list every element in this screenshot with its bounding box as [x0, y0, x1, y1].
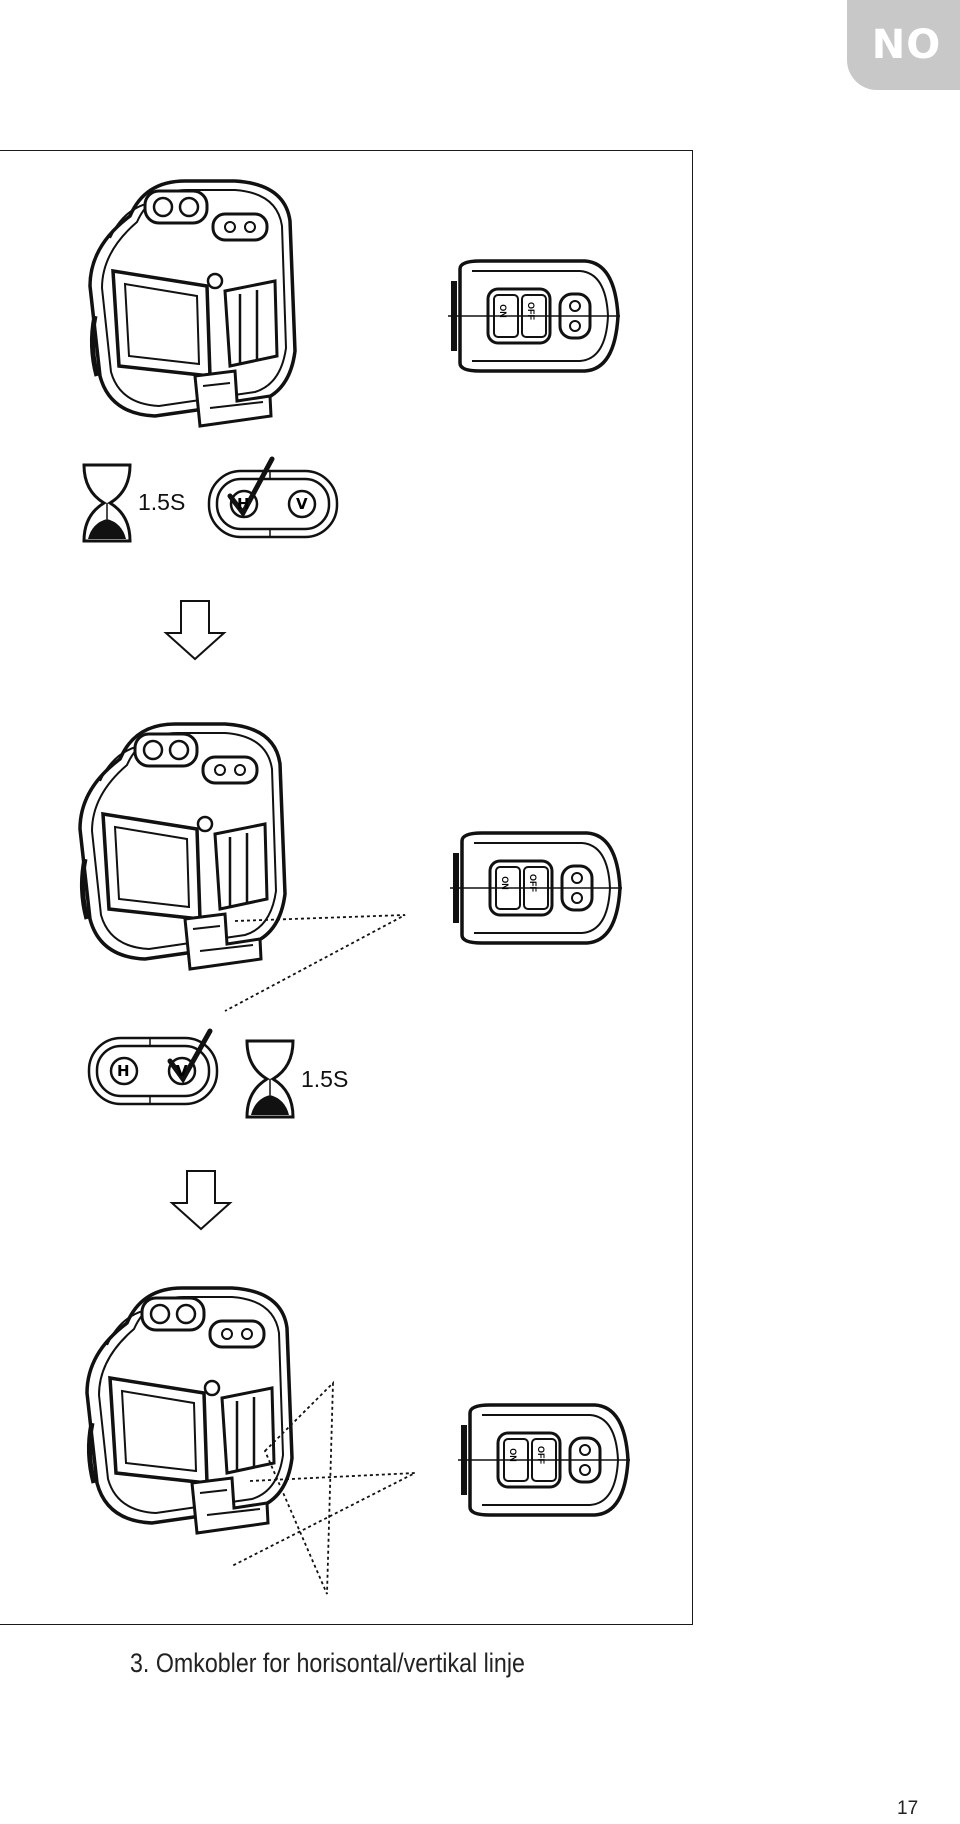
- v-button-label-2: V: [176, 1062, 188, 1080]
- down-arrow-icon-2: [171, 1170, 231, 1230]
- page-number: 17: [897, 1798, 919, 1819]
- remote-off-label-1: OFF: [526, 302, 536, 320]
- h-button-label-1: H: [237, 495, 250, 513]
- language-tab: NO: [847, 0, 960, 90]
- h-button-label-2: H: [117, 1062, 130, 1080]
- laser-level-device-1: [90, 181, 295, 426]
- v-button-label-1: V: [296, 495, 308, 513]
- timer-label-2: 1.5S: [301, 1066, 349, 1092]
- remote-off-label-2: OFF: [528, 874, 538, 892]
- figure-caption: 3. Omkobler for horisontal/vertikal linj…: [130, 1648, 525, 1678]
- horizontal-laser-plane-3: [231, 1472, 416, 1567]
- horizontal-laser-plane: [224, 914, 406, 1012]
- remote-on-label-3: ON: [507, 1448, 518, 1462]
- illustration-frame: 1.5S 1.5S H V H V ON OFF ON OFF ON OFF: [0, 150, 693, 1625]
- remote-on-label-2: ON: [499, 876, 510, 890]
- timer-label-1: 1.5S: [138, 489, 186, 515]
- checkmark-icon-1: [227, 456, 275, 518]
- vertical-laser-plane: [263, 1380, 334, 1595]
- laser-level-device-3: [87, 1288, 292, 1533]
- hourglass-icon-1: [82, 463, 132, 543]
- hourglass-icon-2: [245, 1039, 295, 1119]
- hv-switch-1: [207, 469, 339, 539]
- procedure-illustration: [0, 151, 693, 1595]
- checkmark-icon-2: [167, 1028, 213, 1084]
- remote-on-label-1: ON: [497, 304, 508, 318]
- laser-level-device-2: [80, 724, 285, 969]
- down-arrow-icon-1: [165, 600, 225, 660]
- remote-off-label-3: OFF: [536, 1446, 546, 1464]
